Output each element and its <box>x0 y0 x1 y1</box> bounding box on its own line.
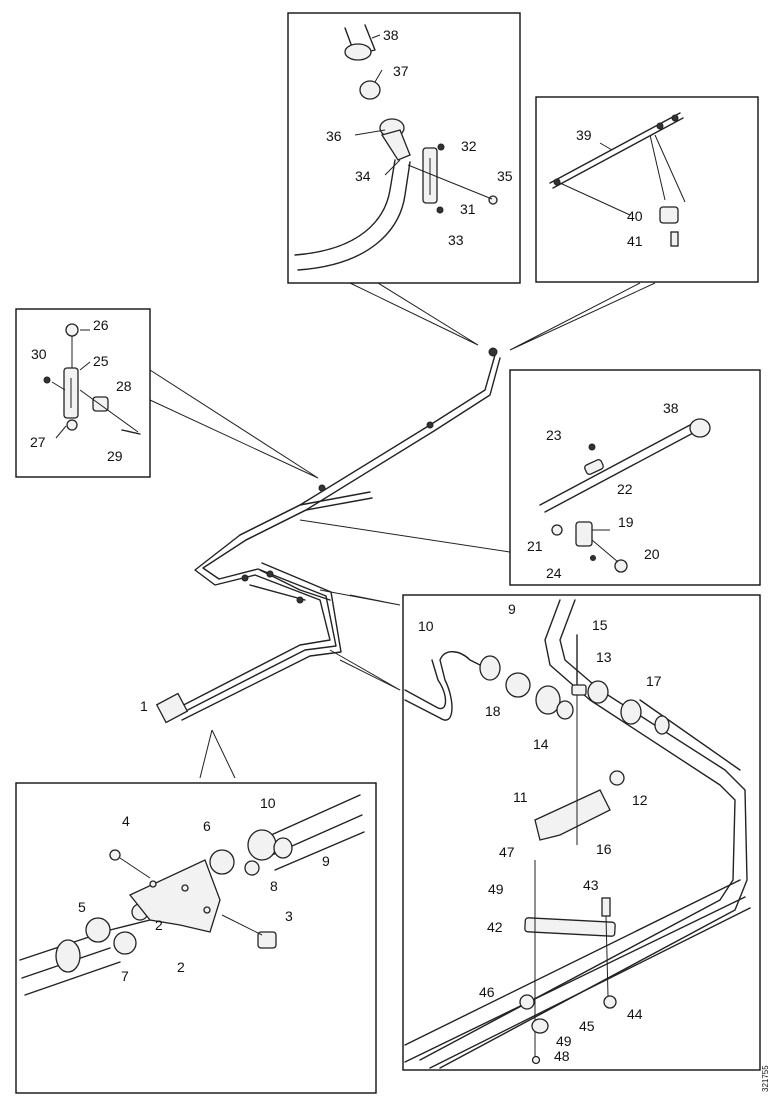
callout-48: 48 <box>554 1048 570 1064</box>
callout-39: 39 <box>576 127 592 143</box>
callout-34: 34 <box>355 168 371 184</box>
callout-24: 24 <box>546 565 562 581</box>
callout-49-upper: 49 <box>488 881 504 897</box>
callout-35: 35 <box>497 168 513 184</box>
callout-32: 32 <box>461 138 477 154</box>
callout-21: 21 <box>527 538 543 554</box>
detail-box-right-middle <box>509 369 761 586</box>
callout-45: 45 <box>579 1018 595 1034</box>
callout-7: 7 <box>121 968 129 984</box>
callout-46: 46 <box>479 984 495 1000</box>
detail-box-top-center <box>287 12 521 284</box>
detail-box-bottom-right <box>402 594 761 1071</box>
callout-37: 37 <box>393 63 409 79</box>
callout-19: 19 <box>618 514 634 530</box>
callout-38-right: 38 <box>663 400 679 416</box>
callout-16: 16 <box>596 841 612 857</box>
callout-33: 33 <box>448 232 464 248</box>
callout-2a: 2 <box>155 917 163 933</box>
callout-6: 6 <box>203 818 211 834</box>
callout-23: 23 <box>546 427 562 443</box>
image-reference-number: 321755 <box>761 1065 770 1092</box>
callout-42: 42 <box>487 919 503 935</box>
callout-41: 41 <box>627 233 643 249</box>
callout-29: 29 <box>107 448 123 464</box>
callout-labels: 1 2 2 3 4 5 6 7 8 9 10 9 10 11 12 13 14 … <box>30 27 679 1064</box>
callout-3: 3 <box>285 908 293 924</box>
detail-box-top-right <box>535 96 759 283</box>
callout-9-right: 9 <box>508 601 516 617</box>
callout-5: 5 <box>78 899 86 915</box>
detail-box-left <box>15 308 151 478</box>
callout-27: 27 <box>30 434 46 450</box>
callout-15: 15 <box>592 617 608 633</box>
callout-22: 22 <box>617 481 633 497</box>
callout-20: 20 <box>644 546 660 562</box>
callout-13: 13 <box>596 649 612 665</box>
callout-2b: 2 <box>177 959 185 975</box>
callout-10-right: 10 <box>418 618 434 634</box>
callout-38-top: 38 <box>383 27 399 43</box>
callout-25: 25 <box>93 353 109 369</box>
callout-14: 14 <box>533 736 549 752</box>
callout-9-left: 9 <box>322 853 330 869</box>
callout-1: 1 <box>140 698 148 714</box>
callout-8: 8 <box>270 878 278 894</box>
callout-47: 47 <box>499 844 515 860</box>
callout-49-lower: 49 <box>556 1033 572 1049</box>
callout-18: 18 <box>485 703 501 719</box>
callout-30: 30 <box>31 346 47 362</box>
callout-10-left: 10 <box>260 795 276 811</box>
callout-12: 12 <box>632 792 648 808</box>
detail-leader-lines <box>149 282 656 779</box>
callout-31: 31 <box>460 201 476 217</box>
callout-4: 4 <box>122 813 130 829</box>
callout-26: 26 <box>93 317 109 333</box>
callout-44: 44 <box>627 1006 643 1022</box>
callout-11: 11 <box>513 789 528 805</box>
callout-36: 36 <box>326 128 342 144</box>
callout-43: 43 <box>583 877 599 893</box>
callout-17: 17 <box>646 673 662 689</box>
callout-40: 40 <box>627 208 643 224</box>
callout-28: 28 <box>116 378 132 394</box>
detail-box-bottom-left <box>15 782 377 1094</box>
main-pipe-assembly <box>155 347 501 724</box>
